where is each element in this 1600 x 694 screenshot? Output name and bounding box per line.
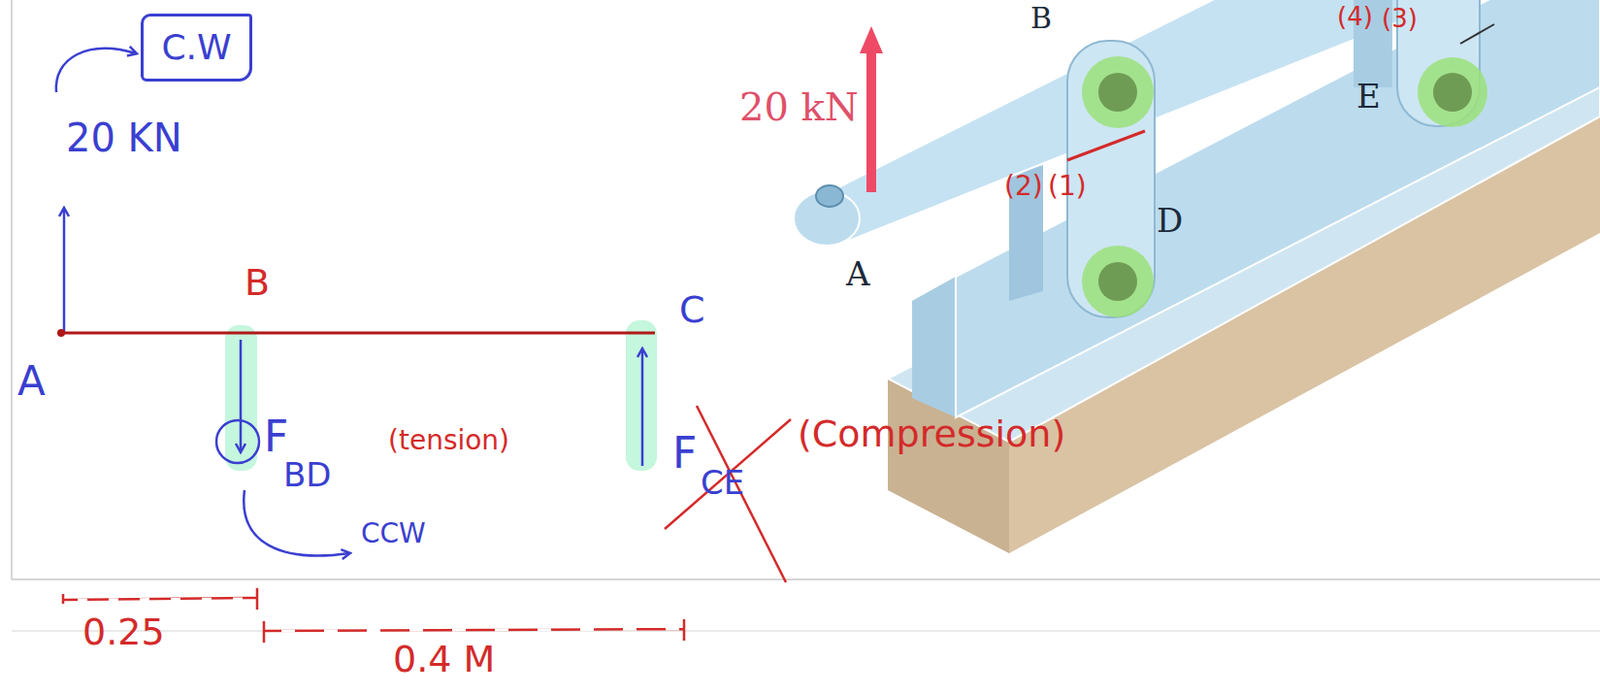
point-label: B (1030, 3, 1052, 33)
force-label: F (672, 431, 697, 475)
callout-number: (4) (1337, 3, 1373, 30)
callout-number: (2) (1004, 172, 1044, 200)
note: (tension) (388, 426, 510, 455)
point-label: D (1156, 203, 1183, 237)
force-subscript: CE (700, 465, 745, 499)
point-label: C (679, 291, 706, 328)
point-label: E (1356, 79, 1381, 113)
point-label: A (17, 360, 46, 402)
load-label: 20 KN (65, 118, 183, 158)
direction-label: CCW (360, 520, 426, 548)
callout-number: (1) (1047, 172, 1087, 200)
point-label: B (244, 263, 270, 301)
dimension: 0.25 (82, 613, 165, 651)
free-body-diagram (56, 48, 791, 643)
load-label: 20 kN (739, 87, 859, 127)
frame-line (11, 629, 1600, 632)
frame-line (11, 578, 1600, 581)
mechanism-illustration (793, 0, 1600, 554)
point-label: A (846, 257, 871, 291)
force-label: F (263, 415, 289, 458)
rotation-box: C.W (140, 13, 253, 82)
frame-line (10, 0, 13, 580)
node-text: C.W (161, 30, 231, 66)
callout-number: (3) (1381, 5, 1418, 32)
dimension: 0.4 M (392, 640, 495, 678)
force-subscript: BD (283, 457, 332, 491)
note: (Compression) (797, 415, 1066, 453)
